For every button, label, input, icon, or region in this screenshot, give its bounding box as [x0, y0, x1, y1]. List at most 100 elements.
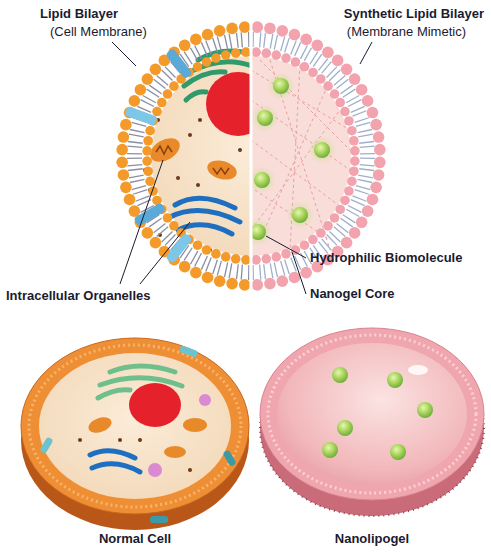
lipid-tail	[206, 257, 211, 271]
lipid-tail	[281, 37, 285, 51]
lipid-tail	[184, 52, 192, 65]
lipid-head	[344, 186, 354, 196]
lipid-head	[300, 34, 312, 46]
lipid-head	[340, 107, 350, 117]
lipid-tail	[360, 157, 375, 159]
lipid-tail	[351, 106, 365, 112]
lipid-head	[169, 81, 179, 91]
lipid-tail	[217, 261, 221, 275]
lipid-tail	[270, 263, 273, 278]
lipid-tail	[355, 190, 369, 195]
callout-label: Lipid Bilayer	[40, 6, 118, 22]
lipid-head	[323, 81, 333, 91]
lipid-head	[150, 237, 162, 249]
lipid-tail	[127, 146, 142, 147]
lipid-head	[118, 131, 130, 143]
lipid-head	[271, 252, 281, 262]
lipid-head	[169, 221, 179, 231]
lipid-head	[349, 227, 361, 239]
lipid-tail	[295, 42, 301, 56]
lipid-tail	[260, 265, 261, 280]
lipid-head	[261, 48, 271, 58]
lipid-tail	[357, 179, 372, 182]
lipid-tail	[351, 200, 365, 206]
lipid-tail	[340, 218, 352, 227]
lipid-head	[347, 176, 357, 186]
lipid-head	[340, 196, 350, 206]
lipid-head	[226, 278, 238, 290]
lipid-tail	[356, 186, 370, 190]
lipid-head	[322, 47, 334, 59]
callout-label: (Cell Membrane)	[50, 24, 147, 40]
lipid-tail	[357, 129, 372, 132]
lipid-head	[251, 255, 261, 265]
lipid-head	[193, 62, 203, 72]
lipid-tail	[327, 67, 337, 78]
lipid-tail	[241, 32, 242, 47]
membrane-protein	[165, 48, 193, 79]
lipid-head	[150, 64, 162, 76]
lipid-head	[374, 157, 386, 169]
lipid-tail	[352, 111, 366, 116]
lipid-tail	[165, 235, 175, 246]
lipid-tail	[337, 224, 349, 233]
lipid-head	[252, 21, 264, 33]
lipid-tail	[352, 196, 366, 201]
lipid-head	[370, 119, 382, 131]
lipid-tail	[313, 54, 322, 66]
lipid-head	[202, 272, 214, 284]
lipid-tail	[264, 33, 266, 48]
lipid-tail	[154, 79, 166, 88]
lipid-head	[373, 169, 385, 181]
lipid-tail	[291, 257, 296, 271]
lipid-head	[142, 146, 152, 156]
lipid-tail	[322, 239, 332, 250]
lipid-head	[349, 136, 359, 146]
lipid-head	[335, 205, 345, 215]
lipid-tail	[128, 169, 143, 171]
cell-half	[143, 51, 251, 256]
lipid-head	[241, 47, 251, 57]
lipid-tail	[358, 134, 373, 137]
lipid-head	[157, 98, 167, 108]
lipid-head	[231, 254, 241, 264]
lipid-tail	[322, 62, 332, 73]
lipid-head	[221, 252, 231, 262]
lipid-head	[281, 53, 291, 63]
lipid-head	[239, 21, 251, 33]
membrane-protein	[124, 106, 157, 126]
lipid-tail	[127, 165, 142, 166]
lipid-tail	[252, 265, 254, 280]
lipid-head	[163, 213, 173, 223]
lipid-tail	[229, 263, 232, 278]
lipid-head	[344, 116, 354, 126]
lipid-head	[120, 119, 132, 131]
lipid-tail	[327, 235, 337, 246]
lipid-tail	[157, 227, 168, 237]
lipid-head	[356, 217, 368, 229]
lipid-tail	[355, 118, 369, 123]
lipid-tail	[360, 153, 375, 155]
lipid-head	[374, 144, 386, 156]
lipid-head	[308, 235, 318, 245]
lipid-tail	[291, 41, 296, 55]
lipid-head	[142, 73, 154, 85]
lipid-head	[231, 48, 241, 58]
lipid-head	[347, 126, 357, 136]
callout-label: Hydrophilic Biomolecule	[310, 250, 462, 266]
lipid-tail	[157, 76, 168, 86]
nanolipogel-disc	[260, 328, 484, 516]
lipid-head	[124, 194, 136, 206]
lipid-head	[367, 194, 379, 206]
lipid-head	[202, 245, 212, 255]
lipid-tail	[132, 186, 146, 190]
callout-label: Synthetic Lipid Bilayer	[344, 6, 484, 22]
lipid-tail	[359, 169, 374, 171]
lipid-head	[350, 146, 360, 156]
lipid-head	[143, 136, 153, 146]
lipid-tail	[360, 165, 375, 166]
lipid-head	[221, 50, 231, 60]
lipid-tail	[241, 265, 242, 280]
lipid-head	[367, 107, 379, 119]
